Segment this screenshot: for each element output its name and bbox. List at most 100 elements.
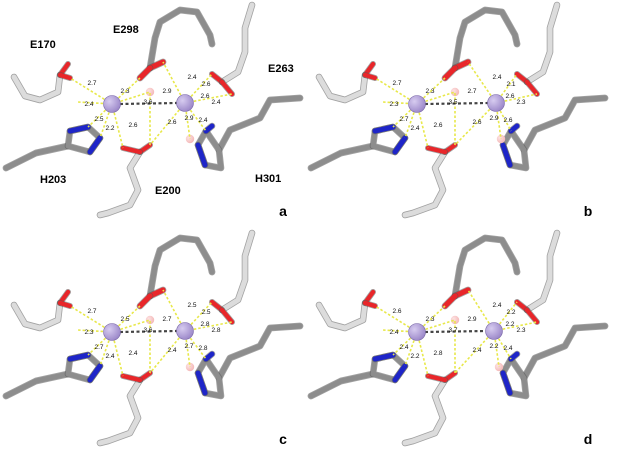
water-left [145,87,155,97]
residue-e263-oxygen-down [524,79,540,97]
residue-h203-n2 [67,124,91,134]
bond-m1-e200 [111,103,124,149]
metal-ion-left [408,323,426,341]
residue-e170-oxygen-right [362,300,378,309]
distance-label: 2.8 [200,321,209,328]
bond-m1-e170 [374,305,418,333]
distance-label: 2.9 [184,115,193,122]
bond-m1-e170 [374,77,418,105]
distance-label: 2.4 [198,117,207,124]
residue-label-h203: H203 [40,174,66,186]
distance-label: 2.4 [472,347,481,354]
metal-ion-left [408,95,426,113]
distance-label: 2.4 [167,347,176,354]
distance-label: 2.4 [410,125,419,132]
residue-h203-chain [3,371,71,399]
bond-m1-e170 [69,305,113,333]
panel-letter: b [584,203,593,219]
bond-m2-e298 [162,289,186,332]
metal-ion-right [176,322,194,340]
distance-label: 2.4 [128,350,137,357]
residue-h203-n2 [372,352,396,362]
residue-h203-chain [308,371,376,399]
residue-h301-chain-outline [520,94,609,154]
distance-label: 2.6 [167,119,176,126]
residue-e170-oxygen-right [57,300,73,309]
residue-e200-oxygen-left [120,145,143,155]
residue-h203-chain [3,143,71,171]
residue-e263-oxygen-down [219,307,235,325]
residue-h301-chain [521,95,608,153]
distance-label: 2.6 [433,122,442,129]
distance-label: 2.6 [505,93,514,100]
distance-label: 2.6 [201,81,210,88]
distance-label: 2.6 [503,117,512,124]
bond-m2-e200 [149,330,186,374]
residue-h203-n1 [392,363,408,383]
residue-e200-chain [97,377,143,446]
distance-label: 2.4 [187,74,196,81]
residue-e298-chain [452,235,520,299]
distance-label: 2.5 [201,309,210,316]
residue-e170-chain [316,300,368,331]
distance-label: 2.9 [162,88,171,95]
bond-m2-e200 [454,330,495,374]
residue-e170-oxygen-right [57,72,73,81]
distance-label: 2.2 [506,309,515,316]
residue-e263-chain [219,2,255,85]
distance-label: 2.7 [392,80,401,87]
residue-e263-chain [524,230,560,313]
residue-h301-chain [521,323,608,381]
distance-label: 2.6 [128,122,137,129]
residue-e298-oxygen-left [137,293,153,309]
water-left [450,87,460,97]
residue-e298-chain [147,7,215,71]
distance-metal-metal: 3.7 [448,327,457,334]
metal-ion-right [487,94,505,112]
residue-h203-n2 [372,124,396,134]
distance-label: 2.3 [516,99,525,106]
residue-e298-oxygen-left [442,293,458,309]
distance-label: 2.3 [425,316,434,323]
residue-label-e263: E263 [268,63,294,75]
distance-label: 2.7 [87,80,96,87]
distance-label: 2.2 [489,343,498,350]
bond-m2-e200 [149,102,186,146]
residue-h301-chain [216,95,303,153]
distance-label: 2.7 [162,316,171,323]
residue-e200-oxygen-left [425,145,448,155]
residue-e263-chain [219,230,255,313]
distance-label: 2.8 [198,345,207,352]
residue-e170-oxygen-right [362,72,378,81]
distance-label: 2.8 [433,350,442,357]
distance-label: 2.6 [200,93,209,100]
metal-metal-line [119,101,178,106]
residue-h301-n1 [500,142,513,168]
residue-h301-chain-outline [215,322,304,382]
residue-e298-oxygen-left [137,65,153,81]
distance-metal-metal: 3.6 [143,327,152,334]
residue-e170-chain [11,300,63,331]
distance-label: 2.3 [120,88,129,95]
distance-label: 2.9 [489,115,498,122]
residue-e200-chain [97,149,143,218]
distance-label: 2.7 [399,116,408,123]
distance-label: 2.1 [506,81,515,88]
distance-label: 2.4 [503,345,512,352]
distance-metal-metal: 3.5 [448,99,457,106]
residue-e200-oxygen-left [425,373,448,383]
bond-m2-e263b [493,321,538,332]
panel-letter: a [279,203,287,219]
distance-label: 2.6 [392,308,401,315]
residue-label-e200: E200 [155,185,181,197]
panel-letter: c [279,431,287,447]
bond-m2-e298 [162,61,186,104]
distance-label: 2.4 [492,74,501,81]
bond-m2-e263b [184,93,233,104]
metal-ion-left [103,95,121,113]
